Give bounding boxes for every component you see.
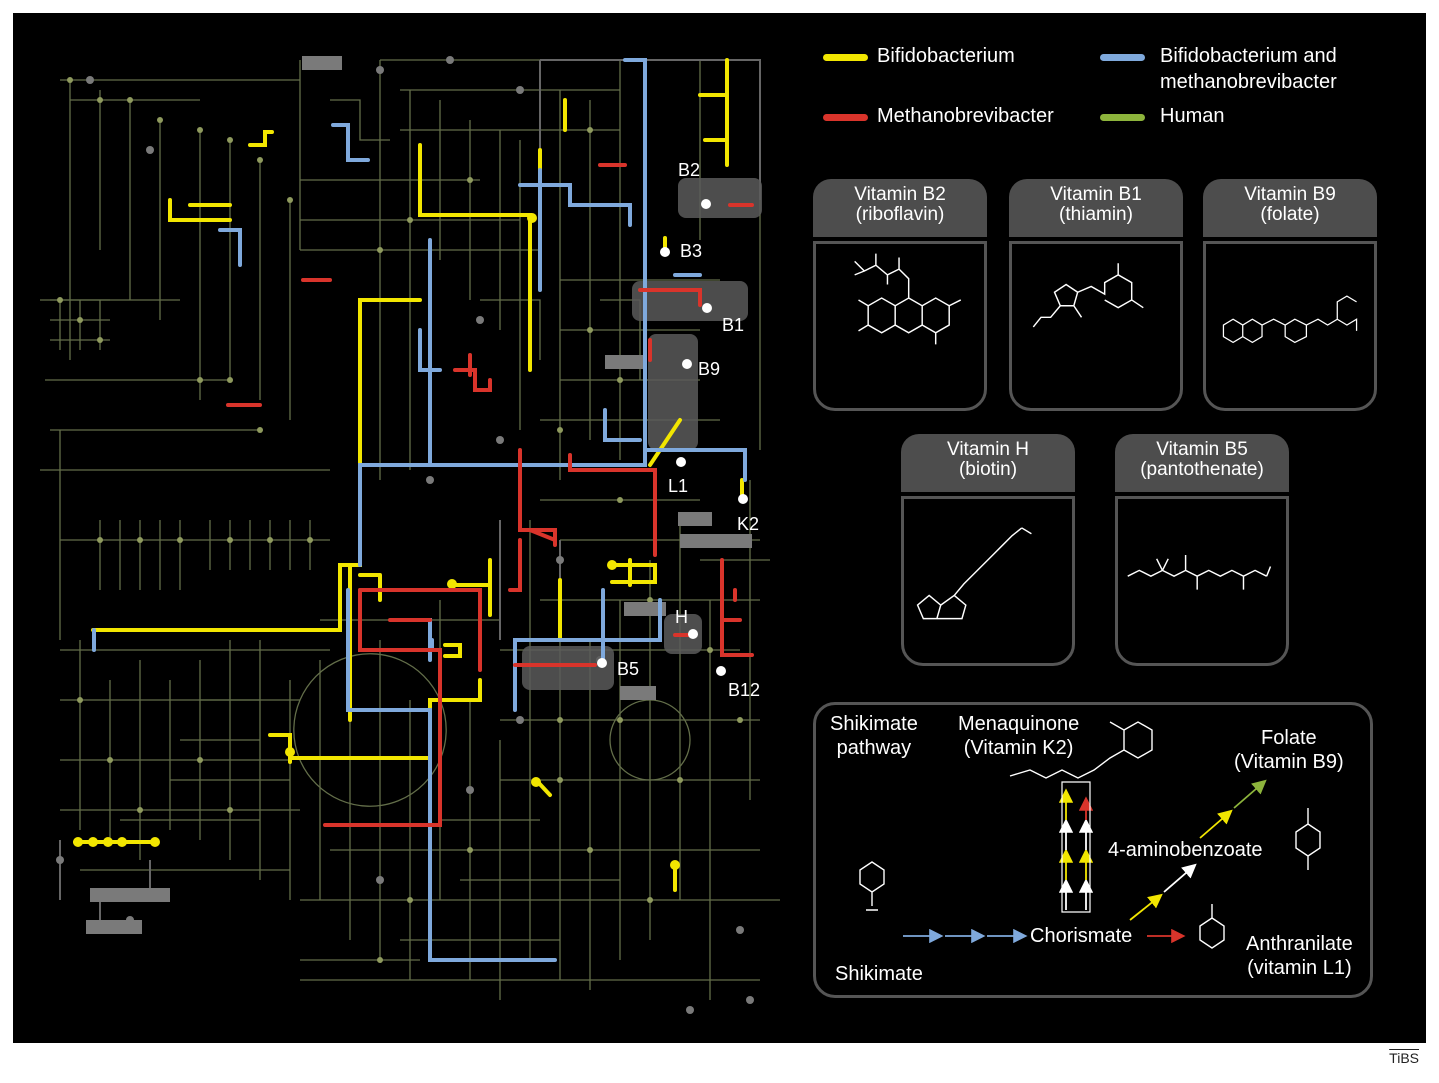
vitamin-tab-b5: Vitamin B5(pantothenate)	[1115, 434, 1289, 492]
riboflavin-structure-icon	[854, 253, 962, 345]
map-label-b5: B5	[617, 659, 640, 679]
map-label-b2: B2	[678, 160, 701, 180]
map-label-b3: B3	[680, 241, 703, 261]
vitamin-tab-h: Vitamin H(biotin)	[901, 434, 1075, 492]
shikimate-pathway-panel	[813, 702, 1373, 998]
map-label-b9: B9	[698, 359, 721, 379]
vitamin-title: Vitamin B5	[1156, 439, 1248, 460]
biotin-structure-icon	[916, 527, 1032, 620]
shikimate-label: Shikimate	[835, 963, 923, 985]
folate-label: Folate (Vitamin B9)	[1234, 727, 1344, 773]
vitamin-card-b1: Vitamin B1(thiamin)	[1009, 179, 1183, 411]
vitamin-structure-b2	[813, 241, 987, 411]
vitamin-card-b9: Vitamin B9(folate)	[1203, 179, 1377, 411]
pantothenate-structure-icon	[1127, 554, 1272, 590]
map-label-l1: L1	[668, 476, 689, 496]
vitamin-structure-b1	[1009, 241, 1183, 411]
chorismate-label: Chorismate	[1030, 925, 1133, 947]
map-label-b1: B1	[722, 315, 745, 335]
vitamin-title: Vitamin B2	[854, 184, 946, 205]
vitamin-subtitle: (pantothenate)	[1140, 459, 1264, 480]
pathway-title: Shikimate pathway	[830, 713, 918, 759]
map-label-b12: B12	[728, 680, 761, 700]
vitamin-subtitle: (folate)	[1260, 204, 1320, 225]
legend-swatch-methanobrevibacter	[823, 114, 868, 121]
pathway-arrows	[859, 721, 1321, 949]
vitamin-card-b2: Vitamin B2(riboflavin)	[813, 179, 987, 411]
vitamin-subtitle: (thiamin)	[1059, 204, 1133, 225]
vitamin-card-h: Vitamin H(biotin)	[901, 434, 1075, 666]
vitamin-structure-b5	[1115, 496, 1289, 666]
vitamin-title: Vitamin B9	[1244, 184, 1336, 205]
map-label-k2: K2	[737, 514, 760, 534]
legend-swatch-human	[1100, 114, 1145, 121]
aminobenzoate-label: 4-aminobenzoate	[1108, 839, 1263, 861]
molecule-sketches	[859, 721, 1321, 949]
vitamin-tab-b9: Vitamin B9(folate)	[1203, 179, 1377, 237]
vitamin-card-b5: Vitamin B5(pantothenate)	[1115, 434, 1289, 666]
metabolic-map	[40, 56, 780, 1014]
folate-structure-icon	[1222, 295, 1358, 344]
vitamin-tab-b1: Vitamin B1(thiamin)	[1009, 179, 1183, 237]
vitamin-subtitle: (riboflavin)	[855, 204, 945, 225]
vitamin-subtitle: (biotin)	[958, 459, 1018, 480]
anthranilate-label: Anthranilate (vitamin L1)	[1246, 933, 1353, 979]
legend-label-human: Human	[1160, 105, 1225, 127]
legend-label-both: Bifidobacterium and methanobrevibacter	[1160, 45, 1337, 93]
menaquinone-label: Menaquinone (Vitamin K2)	[958, 713, 1080, 759]
vitamin-structure-b9	[1203, 241, 1377, 411]
vitamin-structure-h	[901, 496, 1075, 666]
vitamin-title: Vitamin B1	[1050, 184, 1142, 205]
legend-swatch-bifidobacterium	[823, 54, 868, 61]
journal-credit: TiBS	[1389, 1050, 1419, 1066]
vitamin-title: Vitamin H	[946, 439, 1029, 460]
thiamin-structure-icon	[1032, 263, 1144, 328]
legend-swatch-both	[1100, 54, 1145, 61]
map-label-h: H	[675, 607, 688, 627]
legend-label-methanobrevibacter: Methanobrevibacter	[877, 105, 1054, 127]
vitamin-tab-b2: Vitamin B2(riboflavin)	[813, 179, 987, 237]
legend-label-bifidobacterium: Bifidobacterium	[877, 45, 1015, 67]
